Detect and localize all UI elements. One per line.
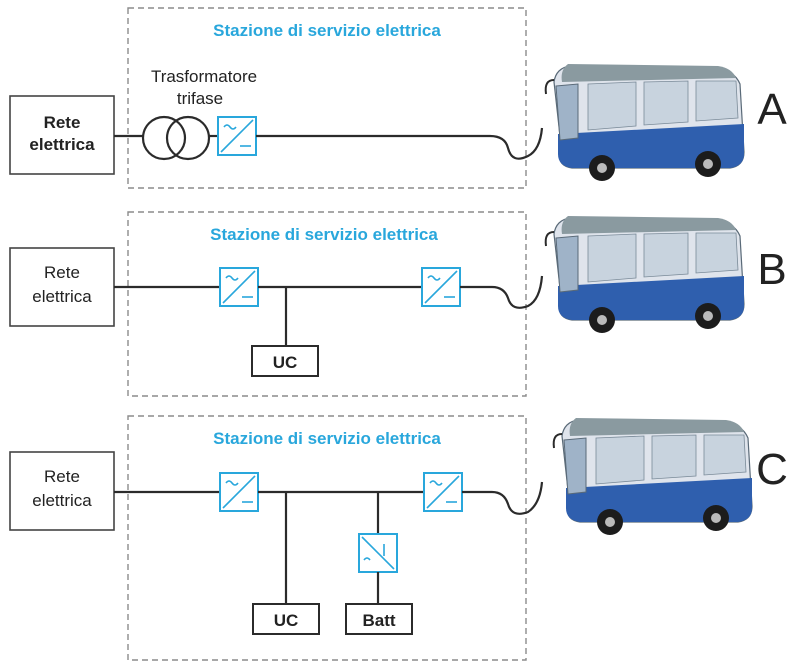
panel-b: Stazione di servizio elettrica Rete elet… (9, 211, 787, 397)
battery-converter-icon (358, 533, 398, 573)
panel-c: Stazione di servizio elettrica Rete elet… (9, 415, 788, 661)
grid-box (9, 247, 115, 327)
dc-converter-icon (217, 116, 257, 156)
station-title: Stazione di servizio elettrica (213, 21, 441, 40)
station-boundary (127, 211, 527, 397)
ultracapacitor-box (252, 603, 320, 635)
station-title: Stazione di servizio elettrica (210, 225, 438, 244)
grid-box (9, 95, 115, 175)
grid-label-line2: elettrica (29, 135, 95, 154)
storage-label-uc: UC (273, 353, 298, 372)
dc-converter-icon (421, 267, 461, 307)
three-phase-transformer-icon (141, 115, 211, 161)
grid-box (9, 451, 115, 531)
station-boundary (127, 415, 527, 661)
station-boundary (127, 7, 527, 189)
charging-cable-icon (491, 481, 544, 515)
grid-label-line1: Rete (44, 113, 81, 132)
battery-box (345, 603, 413, 635)
panel-letter: A (757, 85, 787, 134)
panel-a: Stazione di servizio elettrica Rete elet… (9, 7, 787, 189)
electric-bus-icon (552, 417, 753, 536)
transformer-label-line2: trifase (177, 89, 223, 108)
charging-cable-icon (489, 127, 544, 160)
panel-letter: C (756, 445, 788, 494)
electric-bus-icon (544, 63, 745, 182)
ultracapacitor-box (251, 345, 319, 377)
grid-label-line2: elettrica (32, 287, 92, 306)
storage-label-uc: UC (274, 611, 299, 630)
dc-converter-icon (423, 472, 463, 512)
grid-label-line2: elettrica (32, 491, 92, 510)
charging-cable-icon (491, 275, 544, 309)
station-title: Stazione di servizio elettrica (213, 429, 441, 448)
storage-label-batt: Batt (362, 611, 395, 630)
dc-converter-icon (219, 267, 259, 307)
panel-letter: B (757, 245, 786, 294)
electric-bus-icon (544, 215, 745, 334)
transformer-label-line1: Trasformatore (151, 67, 257, 86)
grid-label-line1: Rete (44, 467, 80, 486)
dc-converter-icon (219, 472, 259, 512)
grid-label-line1: Rete (44, 263, 80, 282)
